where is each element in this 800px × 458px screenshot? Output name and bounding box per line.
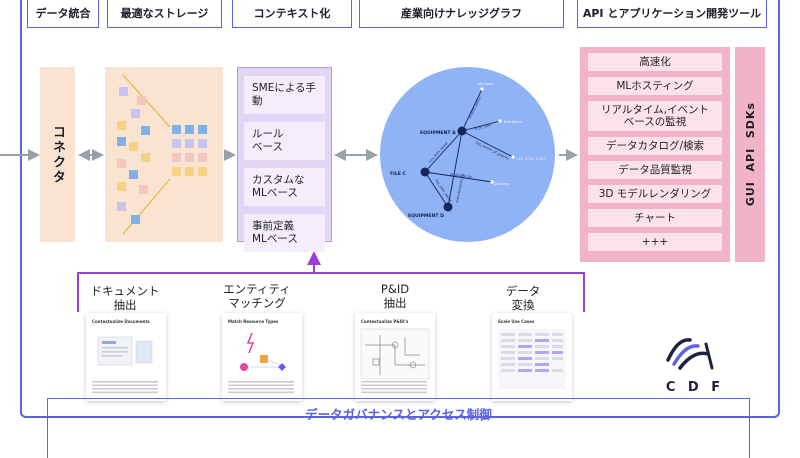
document-preview-icon xyxy=(97,336,153,366)
storage-block xyxy=(119,87,128,96)
storage-grid-block xyxy=(185,153,194,162)
governance-bar xyxy=(47,398,750,458)
storage-box xyxy=(105,67,223,242)
header-knowledge-graph: 産業向けナレッジグラフ xyxy=(359,0,564,28)
app-item-data-catalog: データカタログ/検索 xyxy=(588,137,722,155)
governance-label: データガバナンスとアクセス制御 xyxy=(305,407,492,422)
card-title: Contextualize Documents xyxy=(92,319,150,324)
kg-attr-coordinates: (12, 3.15, 3.78) xyxy=(517,157,546,161)
sdk-label: GUI API SDKs xyxy=(743,102,757,207)
storage-grid-block xyxy=(172,167,181,176)
storage-grid-block xyxy=(198,125,207,134)
app-item-more: +++ xyxy=(588,233,722,251)
header-contextualization: コンテキスト化 xyxy=(232,0,352,28)
app-item-charts: チャート xyxy=(588,209,722,227)
card-title: Scale Use Cases xyxy=(498,319,535,324)
entity-matching-icon xyxy=(240,332,286,371)
app-item-acceleration: 高速化 xyxy=(588,53,722,71)
storage-grid-block xyxy=(185,139,194,148)
kg-edge-label: located_within xyxy=(467,96,482,120)
kg-edge-label: has_data_about xyxy=(428,141,449,164)
kg-node-equipment-a: EQUIPMENT A xyxy=(420,130,456,136)
header-api-tools: API とアプリケーション開発ツール xyxy=(577,0,767,28)
storage-block xyxy=(139,185,148,194)
kg-attr-ball-valve: Ball Valve xyxy=(504,120,522,124)
tool-card-use-cases: Scale Use Cases xyxy=(492,313,572,401)
kg-edge-label: is_in_type xyxy=(474,123,491,131)
card-description xyxy=(361,381,427,395)
kg-edge-label: has_center_of_gravity xyxy=(475,140,510,160)
header-optimal-storage: 最適なストレージ xyxy=(107,0,222,28)
storage-grid-block xyxy=(198,153,207,162)
cdf-logo-icon xyxy=(666,338,714,370)
cdf-logo-text: C D F xyxy=(665,380,725,395)
app-item-data-quality: データ品質監視 xyxy=(588,161,722,179)
storage-funnel-lines xyxy=(122,74,171,235)
storage-block xyxy=(129,142,138,151)
storage-block xyxy=(131,109,140,118)
sdk-column: GUI API SDKs xyxy=(735,47,765,262)
context-item-manual: SMEによる手動 xyxy=(244,76,325,114)
context-item-custom-ml: カスタムな MLベース xyxy=(244,168,325,206)
storage-block xyxy=(117,121,126,130)
kg-attr-siemens: Siemens xyxy=(494,182,509,186)
storage-block xyxy=(131,215,140,224)
connector-label: コネクタ xyxy=(50,124,65,185)
storage-block xyxy=(129,170,138,179)
knowledge-graph-circle xyxy=(380,67,555,242)
storage-block xyxy=(117,159,126,168)
app-item-ml-hosting: MLホスティング xyxy=(588,77,722,95)
card-description xyxy=(92,381,158,395)
tool-label-data-transformation: データ 変換 xyxy=(505,284,541,312)
kg-attr-mil-spec: Mil-Spec xyxy=(478,82,493,86)
tool-label-pid-extraction: P&ID 抽出 xyxy=(380,282,410,310)
contextualization-box: SMEによる手動 ルール ベース カスタムな MLベース 事前定義 MLベース xyxy=(237,67,332,252)
knowledge-graph: EQUIPMENT A FILE C EQUIPMENT D Mil-Spec … xyxy=(390,82,546,219)
kg-edge-label: manufactured_by xyxy=(455,173,465,203)
app-item-realtime-monitoring: リアルタイム,イベント ベースの監視 xyxy=(588,101,722,131)
applications-box: 高速化 MLホスティング リアルタイム,イベント ベースの監視 データカタログ/… xyxy=(580,47,730,262)
storage-block xyxy=(117,137,126,146)
header-data-integration: データ統合 xyxy=(27,0,99,28)
tool-label-entity-matching: エンティティ マッチング xyxy=(223,282,291,310)
tool-card-entity-matching: Match Resource Types xyxy=(222,313,302,401)
context-item-rule-based: ルール ベース xyxy=(244,122,325,160)
kg-node-equipment-d: EQUIPMENT D xyxy=(408,213,444,219)
storage-block xyxy=(117,202,126,211)
platform-frame xyxy=(20,0,780,418)
use-cases-table-icon xyxy=(498,329,566,389)
storage-block xyxy=(141,153,150,162)
app-item-3d-rendering: 3D モデルレンダリング xyxy=(588,185,722,203)
storage-grid-block xyxy=(198,167,207,176)
context-item-predefined-ml: 事前定義 MLベース xyxy=(244,214,325,252)
storage-grid-block xyxy=(185,125,194,134)
tools-bracket xyxy=(77,272,585,312)
connector-box: コネクタ xyxy=(40,67,75,242)
storage-grid-block xyxy=(185,167,194,176)
card-description xyxy=(228,381,294,395)
storage-grid-block xyxy=(198,139,207,148)
storage-block xyxy=(141,126,150,135)
tool-label-document-extraction: ドキュメント 抽出 xyxy=(90,284,160,312)
pid-diagram-icon xyxy=(360,328,430,380)
kg-edge-label: produced_by xyxy=(450,172,472,179)
tool-card-pid: Contextualize P&ID's xyxy=(355,313,435,401)
card-title: Match Resource Types xyxy=(228,319,279,324)
kg-node-file-c: FILE C xyxy=(390,171,407,177)
tool-card-documents: Contextualize Documents xyxy=(86,313,166,401)
storage-grid-block xyxy=(172,125,181,134)
card-title: Contextualize P&ID's xyxy=(361,319,409,324)
storage-block xyxy=(137,96,146,105)
storage-grid-block xyxy=(172,153,181,162)
storage-grid-block xyxy=(172,139,181,148)
storage-block xyxy=(117,182,126,191)
